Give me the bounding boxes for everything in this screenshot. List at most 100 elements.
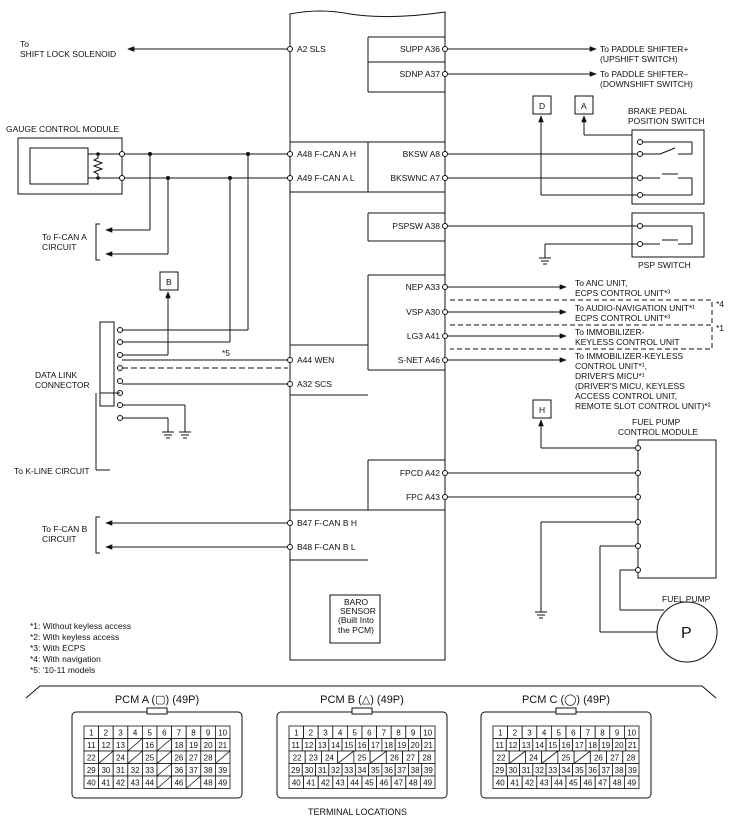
terminal-pin: 26 <box>594 754 603 763</box>
terminal-pin: 43 <box>131 779 140 788</box>
terminal-pin: 20 <box>204 741 213 750</box>
shift-lock-label-2: SHIFT LOCK SOLENOID <box>20 49 116 59</box>
baro-line-1: BARO <box>344 597 368 607</box>
terminal-pin: 3 <box>527 729 532 738</box>
baro-line-4: the PCM) <box>338 625 374 635</box>
terminal-pin: 36 <box>174 766 183 775</box>
brake-label-2: POSITION SWITCH <box>628 116 705 126</box>
snet-label-5: ACCESS CONTROL UNIT, <box>575 391 677 401</box>
terminal-pin: 47 <box>598 779 607 788</box>
terminal-pin: 18 <box>384 741 393 750</box>
terminal-pin: 26 <box>174 754 183 763</box>
pin-vsp: VSP A30 <box>406 307 440 317</box>
psp-switch-box <box>631 212 705 258</box>
connector-title-1: PCM A (▢) (49P) <box>115 694 199 706</box>
terminal-pin: 25 <box>562 754 571 763</box>
box-b-label: B <box>166 277 172 287</box>
terminal-pin: 49 <box>423 779 432 788</box>
pin-b48: B48 F-CAN B L <box>297 542 356 552</box>
terminal-pin: 13 <box>522 741 531 750</box>
pin-a49: A49 F-CAN A L <box>297 173 355 183</box>
shift-lock-label-1: To <box>20 39 29 49</box>
fcan-b-label-2: CIRCUIT <box>42 534 76 544</box>
terminal-pin: 12 <box>508 741 517 750</box>
terminal-pin: 15 <box>548 741 557 750</box>
terminal-pin: 27 <box>610 754 619 763</box>
terminal-pin: 22 <box>293 754 302 763</box>
terminal-pin: 42 <box>525 779 534 788</box>
terminal-pin: 42 <box>321 779 330 788</box>
terminal-pin: 25 <box>145 754 154 763</box>
terminal-pin: 4 <box>542 729 547 738</box>
pin-supp: SUPP A36 <box>400 44 440 54</box>
fuel-module-label-1: FUEL PUMP <box>632 417 681 427</box>
terminal-pin: 48 <box>204 779 213 788</box>
pin-snet: S-NET A46 <box>398 355 441 365</box>
pcm-terminals <box>287 46 448 550</box>
terminal-pin: 44 <box>145 779 154 788</box>
terminal-pin: 48 <box>409 779 418 788</box>
terminal-pin: 38 <box>411 766 420 775</box>
terminal-pin: 16 <box>358 741 367 750</box>
terminal-pin: 9 <box>206 729 211 738</box>
terminal-pin: 5 <box>147 729 152 738</box>
terminal-pin: 40 <box>496 779 505 788</box>
terminal-pin: 7 <box>177 729 182 738</box>
fuel-pump-label: FUEL PUMP <box>662 594 711 604</box>
box-b <box>159 271 179 291</box>
terminal-pin: 41 <box>510 779 519 788</box>
terminal-pin: 46 <box>379 779 388 788</box>
terminal-pin: 29 <box>495 766 504 775</box>
paddle-down-label-2: (DOWNSHIFT SWITCH) <box>600 79 693 89</box>
pin-bksw: BKSW A8 <box>403 149 441 159</box>
terminal-pin: 3 <box>323 729 328 738</box>
terminal-pin: 20 <box>411 741 420 750</box>
terminal-pin: 11 <box>495 741 504 750</box>
terminal-pin: 9 <box>615 729 620 738</box>
terminal-pin: 35 <box>575 766 584 775</box>
terminal-pin: 21 <box>218 741 227 750</box>
footnote-2: *2: With keyless access <box>30 632 119 642</box>
terminal-pin: 2 <box>104 729 109 738</box>
footnote-3: *3: With ECPS <box>30 643 86 653</box>
terminal-pin: 49 <box>218 779 227 788</box>
terminal-pin: 40 <box>292 779 301 788</box>
connector-title-2: PCM B (△) (49P) <box>320 694 404 706</box>
box-h-label: H <box>539 405 545 415</box>
terminal-pin: 42 <box>116 779 125 788</box>
fuel-pump-control-module <box>637 439 717 579</box>
terminal-pin: 14 <box>535 741 544 750</box>
terminal-pin: 19 <box>601 741 610 750</box>
terminal-pin: 46 <box>583 779 592 788</box>
terminal-pin: 10 <box>423 729 432 738</box>
terminal-pin: 39 <box>628 766 637 775</box>
star4-label: *4 <box>716 299 724 309</box>
terminal-pin: 16 <box>145 741 154 750</box>
terminal-pin: 17 <box>371 741 380 750</box>
terminal-pin: 33 <box>145 766 154 775</box>
terminal-pin: 30 <box>101 766 110 775</box>
dlc-label-1: DATA LINK <box>35 370 78 380</box>
fcan-a-label-1: To F-CAN A <box>42 232 87 242</box>
terminal-pin: 40 <box>87 779 96 788</box>
pin-pspsw: PSPSW A38 <box>392 221 440 231</box>
brake-label-1: BRAKE PEDAL <box>628 106 687 116</box>
terminal-pin: 29 <box>87 766 96 775</box>
terminal-pin: 9 <box>411 729 416 738</box>
pin-a32: A32 SCS <box>297 379 332 389</box>
terminal-pin: 30 <box>508 766 517 775</box>
terminal-pin: 16 <box>562 741 571 750</box>
pin-fpc: FPC A43 <box>406 492 440 502</box>
terminal-pin: 34 <box>562 766 571 775</box>
terminal-pin: 21 <box>628 741 637 750</box>
pin-a44: A44 WEN <box>297 355 334 365</box>
box-h <box>532 399 552 419</box>
pump-p: P <box>681 625 692 642</box>
psp-label: PSP SWITCH <box>638 260 691 270</box>
terminal-pin: 41 <box>306 779 315 788</box>
terminal-pin: 37 <box>601 766 610 775</box>
terminal-pin: 32 <box>331 766 340 775</box>
terminal-pin: 33 <box>548 766 557 775</box>
